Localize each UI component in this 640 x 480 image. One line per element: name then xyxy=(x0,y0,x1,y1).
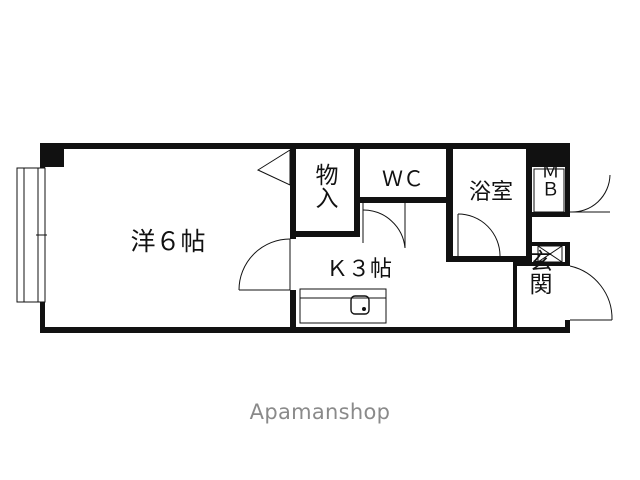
room-labels: 洋６帖 Ｋ３帖 ＷＣ 浴室 物入 ＭＢ 玄関 xyxy=(130,162,559,295)
watermark-brand: Apamanshop xyxy=(249,400,391,424)
label-bathroom: 浴室 xyxy=(469,180,513,205)
window xyxy=(16,167,47,303)
label-meter-box: ＭＢ xyxy=(539,162,560,198)
door-swings xyxy=(238,149,613,321)
label-toilet: ＷＣ xyxy=(382,167,424,191)
label-western-room: 洋６帖 xyxy=(130,227,205,256)
label-kitchen: Ｋ３帖 xyxy=(326,257,392,282)
meter-box-frame xyxy=(533,168,565,263)
interior-walls xyxy=(290,149,570,327)
label-entrance: 玄関 xyxy=(525,249,552,295)
outer-walls xyxy=(40,143,570,333)
kitchen-counter xyxy=(299,288,387,324)
label-storage: 物入 xyxy=(311,163,339,209)
